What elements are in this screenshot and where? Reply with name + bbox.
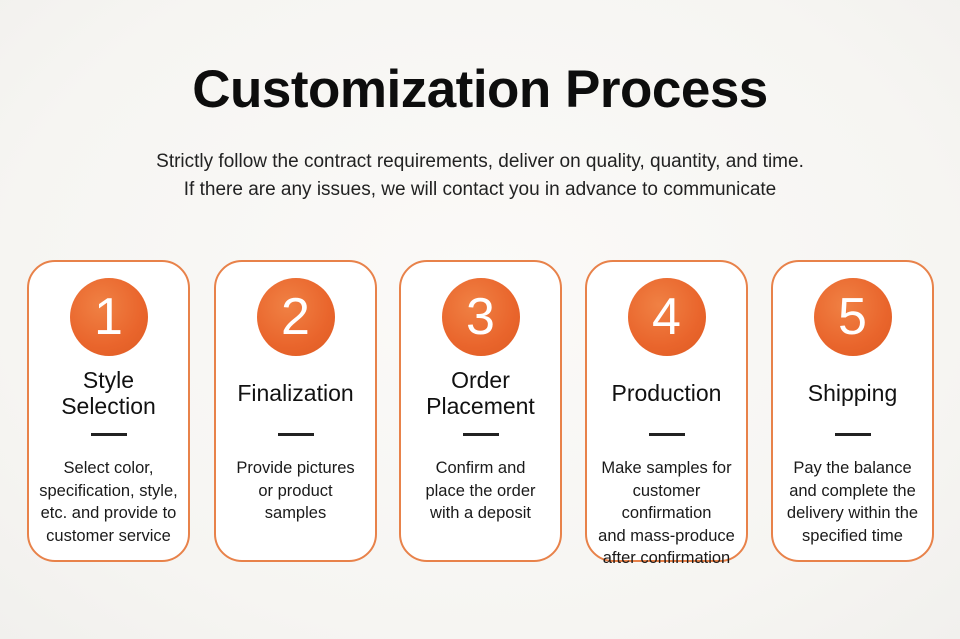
step-card-production: 4 Production Make samples for customer c… [585, 260, 748, 567]
step-description: Pay the balance and complete the deliver… [786, 459, 919, 545]
step-divider [277, 433, 314, 436]
step-divider [462, 433, 499, 436]
process-steps: 1 Style Selection Select color, specific… [27, 260, 939, 567]
step-number-badge: 1 [69, 278, 148, 356]
step-title: Order Placement [426, 367, 535, 419]
step-divider [648, 433, 685, 436]
step-divider [834, 433, 871, 436]
step-card-style-selection: 1 Style Selection Select color, specific… [27, 260, 190, 562]
subtitle-line-1: Strictly follow the contract requirement… [156, 151, 804, 172]
step-title: Shipping [807, 380, 898, 406]
step-number-badge: 2 [256, 278, 335, 356]
step-number-badge: 5 [813, 278, 892, 356]
step-divider [90, 433, 127, 436]
step-number-badge: 3 [441, 278, 520, 356]
step-card-finalization: 2 Finalization Provide pictures or produ… [214, 260, 377, 562]
step-description: Make samples for customer confirmation a… [598, 459, 735, 567]
step-card-shipping: 5 Shipping Pay the balance and complete … [771, 260, 934, 562]
step-number-badge: 4 [627, 278, 706, 356]
subtitle-line-2: If there are any issues, we will contact… [183, 179, 777, 200]
step-title: Finalization [237, 380, 354, 406]
step-title: Production [611, 380, 722, 406]
step-description: Provide pictures or product samples [236, 459, 355, 522]
step-description: Select color, specification, style, etc.… [39, 459, 178, 545]
step-card-order-placement: 3 Order Placement Confirm and place the … [399, 260, 562, 562]
step-description: Confirm and place the order with a depos… [425, 459, 536, 522]
page-title: Customization Process [192, 60, 768, 119]
step-title: Style Selection [61, 367, 156, 419]
